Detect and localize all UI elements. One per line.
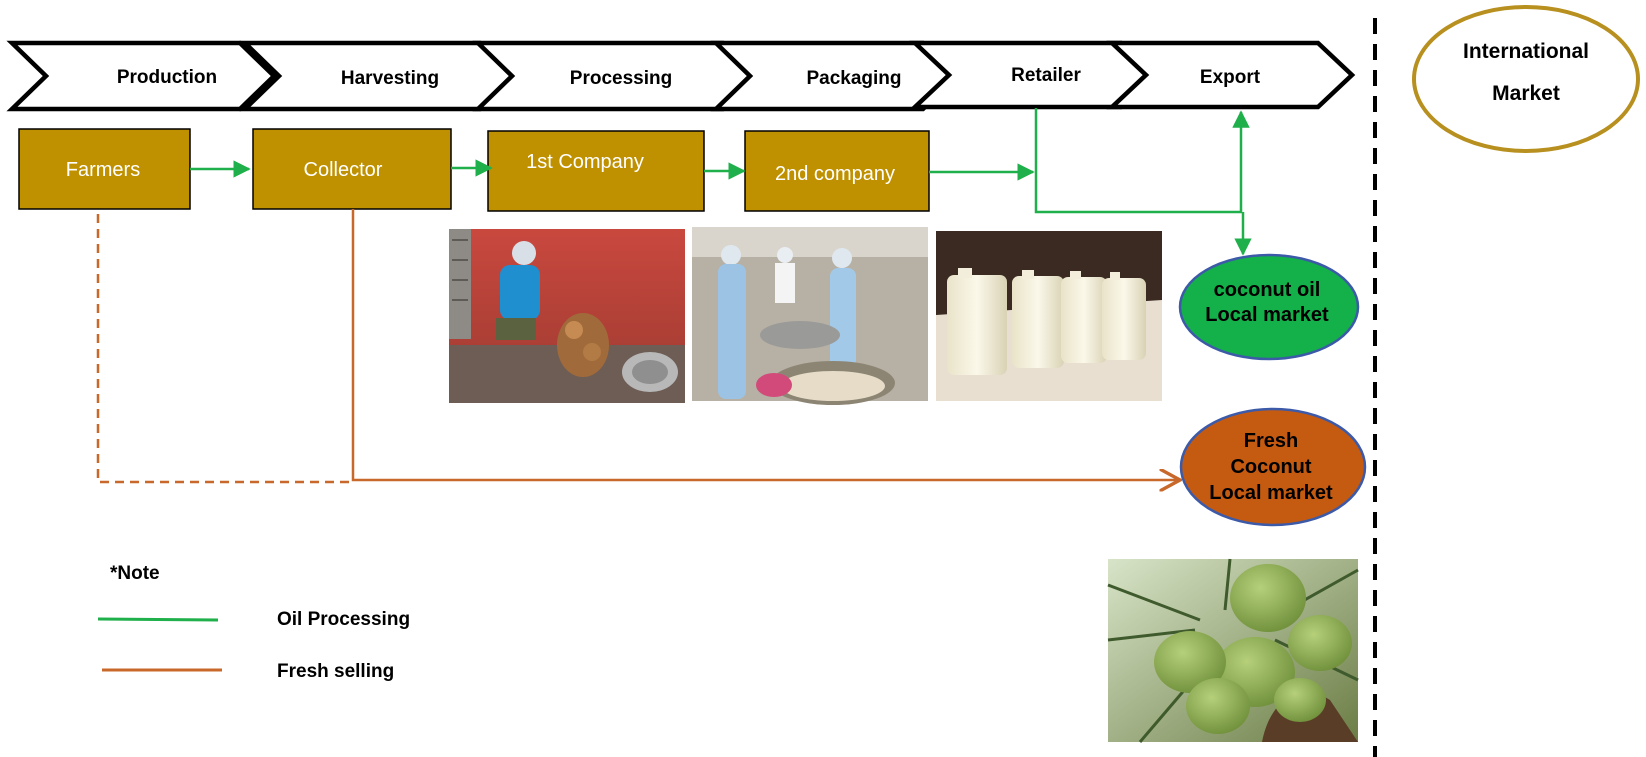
market-label: Market [1492,82,1560,105]
fresh-selling-flow [96,209,1180,484]
market-fresh-coconut-local: Fresh Coconut Local market [1179,407,1367,527]
stage-label: Harvesting [341,68,439,89]
actor-box-2nd-company: 2nd company [744,130,930,212]
oil-processing-flow [190,108,1252,256]
legend-title: *Note [110,563,160,584]
farmers-dashed-line [96,214,353,484]
actor-box-farmers: Farmers [18,128,191,210]
retailer-branch-line [1034,108,1242,214]
stage-chevron-production: Production [6,40,278,112]
market-international: International Market [1412,5,1640,153]
photo-husking [449,229,685,403]
actor-boxes: Farmers Collector 1st Company 2nd compan… [18,128,930,212]
arrow-collector-to-fresh-market [351,209,1180,480]
market-label: Local market [1205,304,1329,326]
stage-label: Production [117,67,217,88]
actor-label: Collector [304,159,383,181]
stage-label: Processing [570,68,672,89]
legend-label-fresh-selling: Fresh selling [277,661,394,682]
market-label: Coconut [1230,456,1311,478]
market-label: coconut oil [1214,279,1321,301]
market-coconut-oil-local: coconut oil Local market [1178,253,1360,361]
legend-label-oil-processing: Oil Processing [277,609,410,630]
stage-label: Retailer [1011,65,1081,86]
legend-swatch-oil-processing [97,617,219,622]
actor-box-1st-company: 1st Company [487,130,705,212]
market-label: International [1463,40,1589,63]
stage-chevron-export: Export [1106,40,1356,110]
legend: *Note Oil Processing Fresh selling [97,563,410,682]
stage-chevron-processing: Processing [472,40,761,112]
actor-label: Farmers [66,159,140,181]
stage-chevron-row: Production Harvesting Processing Packagi… [6,40,1356,112]
stage-label: Export [1200,67,1261,88]
actor-label: 1st Company [526,151,644,173]
market-label: Local market [1209,482,1333,504]
photo-processing [692,227,928,405]
photo-coconut-tree [1107,558,1359,743]
market-label: Fresh [1244,430,1298,452]
stage-label: Packaging [806,68,901,89]
actor-label: 2nd company [775,163,895,185]
actor-box-collector: Collector [252,128,452,210]
photo-oil-containers [936,231,1162,401]
stage-chevron-harvesting: Harvesting [239,40,518,112]
